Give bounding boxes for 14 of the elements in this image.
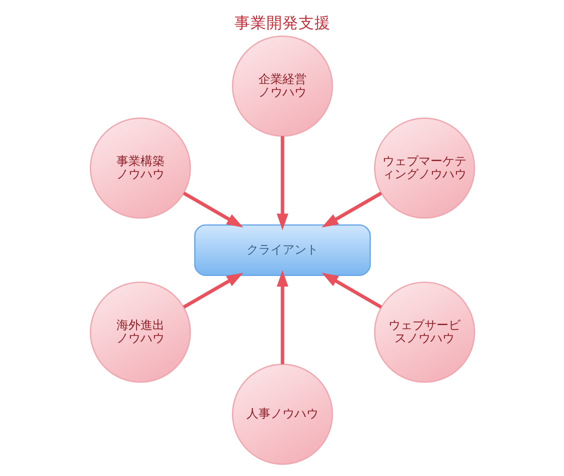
arrow xyxy=(321,272,382,309)
node-circle: 事業構築ノウハウ xyxy=(89,118,190,219)
node-circle: 人事ノウハウ xyxy=(231,364,333,465)
arrow xyxy=(182,272,243,309)
node-circle: ウェブサービスノウハウ xyxy=(374,282,475,383)
diagram-title: 事業開発支援 xyxy=(234,14,330,32)
arrow xyxy=(276,270,288,364)
arrow xyxy=(276,136,288,230)
node-circle: ウェブマーケティングノウハウ xyxy=(374,118,475,219)
arrow xyxy=(321,192,382,228)
node-circle: 海外進出ノウハウ xyxy=(89,282,190,383)
arrow xyxy=(182,192,243,228)
node-circle: 企業経営ノウハウ xyxy=(231,36,333,137)
node-box: クライアント xyxy=(194,224,370,276)
